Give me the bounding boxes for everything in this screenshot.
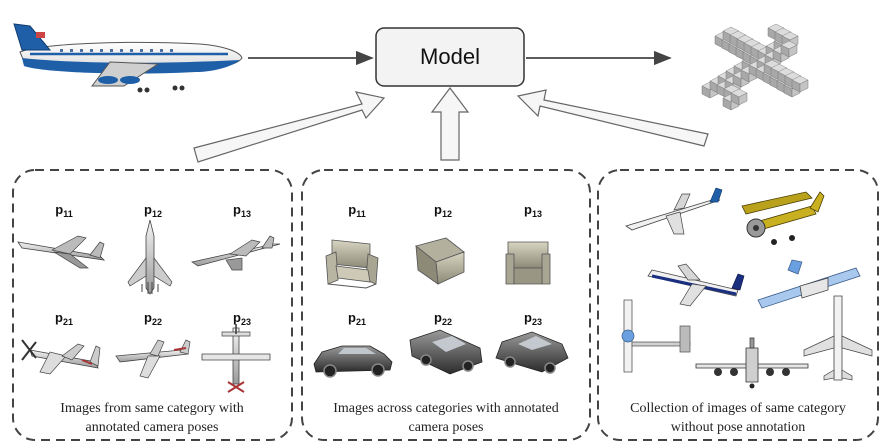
four-engine-jet-image xyxy=(695,337,809,389)
airliner-image-1 xyxy=(625,187,723,235)
pose-label-p23: p23 xyxy=(233,310,251,327)
jet-view-p13 xyxy=(190,235,281,271)
model-label: Model xyxy=(420,44,480,69)
panel-across-categories: p11 p12 p13 p21 p22 p23 xyxy=(301,169,591,441)
prop-plane-view-p23 xyxy=(201,324,271,393)
pose-label-p11: p11 xyxy=(55,202,72,219)
chair-view-p12 xyxy=(415,237,465,285)
pose-label-p13: p13 xyxy=(233,202,251,219)
jet-view-p11 xyxy=(17,235,106,269)
panel2-caption-line1: Images across categories with annotated xyxy=(333,401,558,416)
hollow-arrow-left xyxy=(193,91,386,163)
pose-label-p13: p13 xyxy=(524,202,542,219)
input-jet-image xyxy=(13,23,243,93)
model-box: Model xyxy=(375,27,525,87)
pose-label-p11: p11 xyxy=(348,202,365,219)
pose-label-p21: p21 xyxy=(348,310,366,327)
chair-view-p13 xyxy=(505,241,551,285)
airliner-image-2 xyxy=(647,263,745,307)
prop-plane-view-p22 xyxy=(115,339,191,379)
panel3-caption-line2: without pose annotation xyxy=(671,420,806,435)
chair-view-p11 xyxy=(325,239,379,289)
panel2-caption-line2: camera poses xyxy=(408,420,483,435)
jet-view-p12 xyxy=(127,219,173,295)
panel1-caption-line2: annotated camera poses xyxy=(86,420,219,435)
car-view-p22 xyxy=(409,329,483,375)
panel1-caption-line1: Images from same category with xyxy=(60,401,244,416)
car-view-p23 xyxy=(495,331,569,374)
panel-same-category: p11 p12 p13 p21 p22 p23 xyxy=(12,169,293,441)
pose-label-p12: p12 xyxy=(144,202,162,219)
panel3-caption-line1: Collection of images of same category xyxy=(630,401,846,416)
panel-unannotated-collection: Collection of images of same category wi… xyxy=(597,169,879,441)
glider-image xyxy=(757,259,861,309)
yellow-prop-plane-image xyxy=(741,191,825,245)
hollow-arrow-center xyxy=(430,87,470,161)
pose-label-p22: p22 xyxy=(434,310,452,327)
pose-label-p23: p23 xyxy=(524,310,542,327)
pose-label-p21: p21 xyxy=(55,310,73,327)
voxel-output-airplane xyxy=(701,23,809,111)
hollow-arrow-right xyxy=(516,89,709,147)
car-view-p21 xyxy=(313,345,393,378)
topdown-airliner-image xyxy=(803,295,873,381)
pose-label-p22: p22 xyxy=(144,310,162,327)
pose-label-p12: p12 xyxy=(434,202,452,219)
prop-plane-view-p21 xyxy=(21,339,101,375)
high-wing-plane-image xyxy=(621,299,691,373)
